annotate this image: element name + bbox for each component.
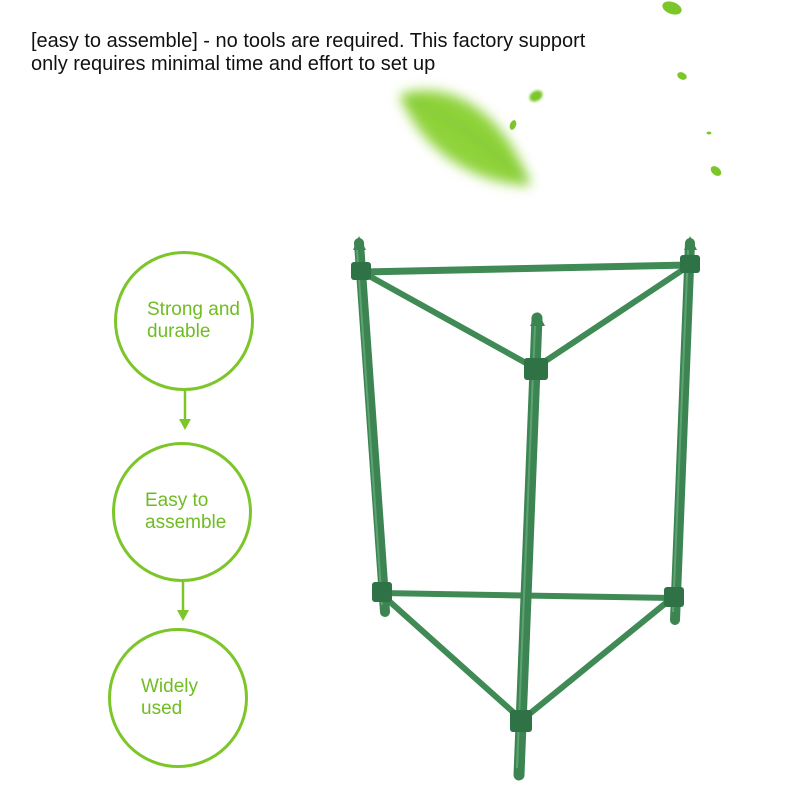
headline: [easy to assemble] - no tools are requir… (31, 30, 671, 76)
leaf-icon (509, 120, 517, 130)
arrow-down-icon (179, 391, 191, 430)
feature-label: Widely used (141, 676, 199, 719)
large-leaf-vein (404, 97, 529, 184)
feature-circle-widely-used: Widely used (108, 628, 248, 768)
feature-circle-assemble: Easy to assemble (112, 442, 252, 582)
feature-circle-strong: Strong and durable (114, 251, 254, 391)
feature-label: Easy to assemble (145, 490, 227, 533)
arrow-down-icon (177, 582, 189, 621)
large-leaf-icon (400, 90, 530, 185)
leaf-icon (529, 90, 543, 102)
plant-support-frame-image (351, 236, 700, 781)
falling-leaves-decoration (400, 1, 722, 185)
headline-line-2: only requires minimal time and effort to… (31, 53, 436, 75)
leaf-icon (706, 131, 712, 135)
feature-label: Strong and durable (147, 299, 240, 342)
headline-line-1: [easy to assemble] - no tools are requir… (31, 30, 586, 52)
leaf-icon (662, 1, 682, 15)
leaf-icon (710, 166, 722, 176)
leaf-icon (677, 72, 687, 80)
